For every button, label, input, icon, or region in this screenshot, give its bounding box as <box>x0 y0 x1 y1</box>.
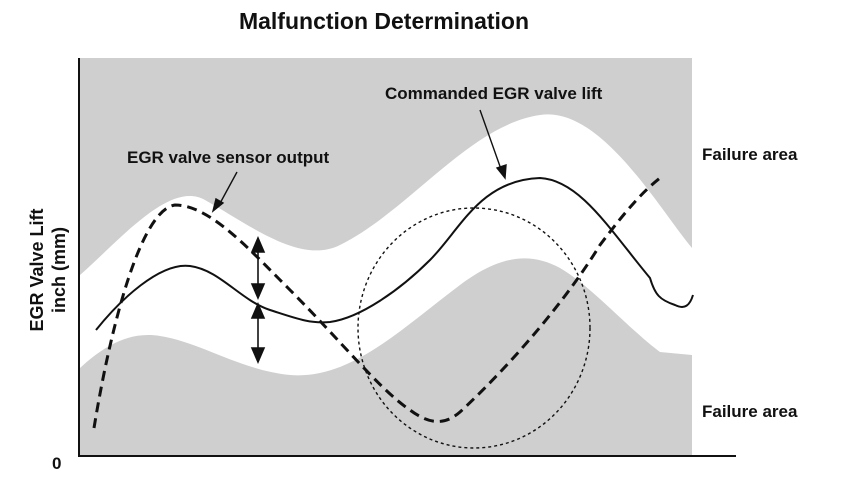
upper-failure-area <box>80 58 692 275</box>
failure-area-upper-label: Failure area <box>702 145 798 164</box>
commanded-label-pointer <box>479 109 507 180</box>
tolerance-arrow-lower <box>250 301 266 365</box>
egr-sensor-output-label: EGR valve sensor output <box>127 148 330 167</box>
y-axis-origin-label: 0 <box>52 454 62 473</box>
commanded-egr-lift-curve <box>95 176 694 331</box>
tolerance-arrow-upper <box>250 235 266 301</box>
lower-failure-area <box>80 258 692 455</box>
diagram-title: Malfunction Determination <box>238 8 530 34</box>
commanded-egr-lift-label: Commanded EGR valve lift <box>385 84 603 103</box>
malfunction-highlight-circle <box>357 207 591 449</box>
sensor-label-pointer <box>211 171 238 213</box>
failure-area-lower-label: Failure area <box>702 402 798 421</box>
egr-sensor-output-curve <box>92 176 661 429</box>
